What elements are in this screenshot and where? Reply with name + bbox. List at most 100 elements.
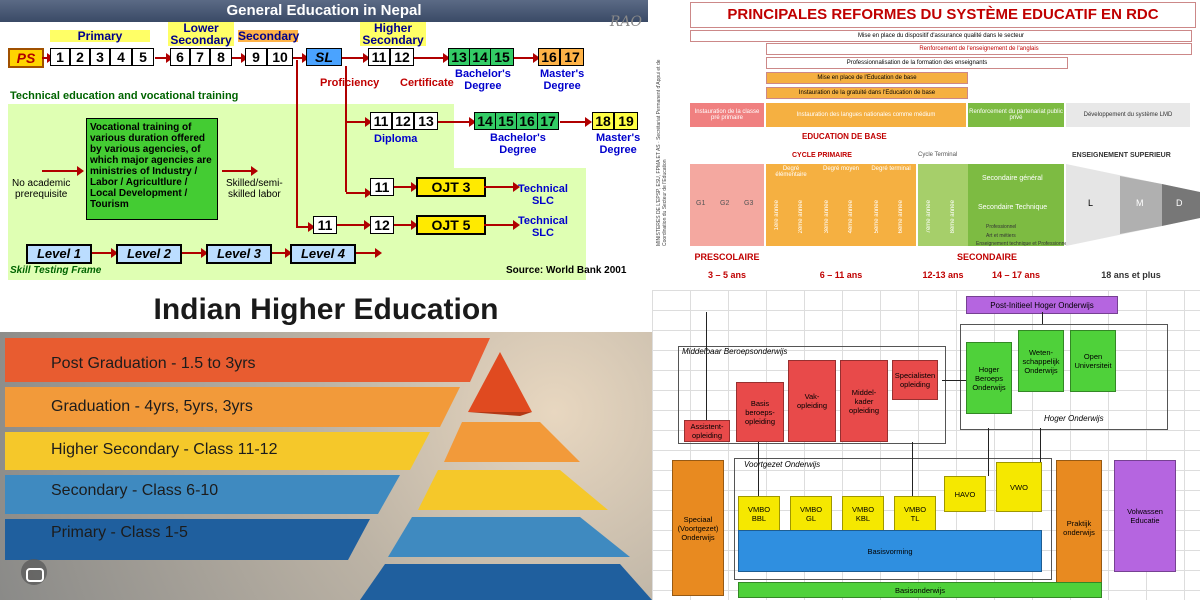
reform-box: Instauration des langues nationales comm… xyxy=(766,103,966,127)
reform-bar: Professionnalisation de la formation des… xyxy=(766,57,1068,69)
diploma-label: Diploma xyxy=(374,133,418,145)
pro-label: Professionnel xyxy=(986,224,1017,230)
etp-label: Enseignement technique et Professionnel xyxy=(976,241,1069,247)
annee-label: 7ème année xyxy=(926,200,932,234)
grade-box: 9 xyxy=(245,48,267,66)
ojt5-box: OJT 5 xyxy=(416,215,486,235)
age-label: 6 – 11 ans xyxy=(819,270,863,280)
middel-box: Middel- kader opleiding xyxy=(840,360,888,442)
header-secondary: Secondary xyxy=(238,29,300,43)
age-label: 18 ans et plus xyxy=(1101,270,1161,280)
level-box: Level 4 xyxy=(290,244,356,264)
grade-box: 1 xyxy=(50,48,70,66)
reform-box: Instauration de la classe pré primaire xyxy=(690,103,764,127)
hoger-frame xyxy=(960,324,1168,430)
grade-box: 8 xyxy=(210,48,232,66)
vmbo-box: VMBO BBL xyxy=(738,496,780,532)
skilled-label: Skilled/semi- skilled labor xyxy=(226,178,283,200)
mbo-label: Middelbaar Beroepsonderwijs xyxy=(682,347,788,356)
grade-box: 11 xyxy=(313,216,337,234)
master-label: Master's Degree xyxy=(540,68,585,92)
annee-label: 6ème année xyxy=(898,200,904,234)
degre-label: Degré élémentaire xyxy=(775,166,807,178)
hoger-label: Hoger Onderwijs xyxy=(1044,414,1104,423)
band-label: Higher Secondary - Class 11-12 xyxy=(51,441,278,458)
ens-sup-label: ENSEIGNEMENT SUPERIEUR xyxy=(1072,152,1171,159)
grade-box: 16 xyxy=(516,112,538,130)
grade-box: 13 xyxy=(414,112,438,130)
speciaal-box: Speciaal (Voortgezet) Onderwijs xyxy=(672,460,724,596)
vwo-box: VWO xyxy=(996,462,1042,512)
vo-frame xyxy=(734,458,1052,580)
lmd-d: D xyxy=(1176,198,1183,208)
lmd-l: L xyxy=(1088,198,1094,208)
certificate-label: Certificate xyxy=(400,77,454,89)
degre-label: Degré terminal xyxy=(871,166,911,172)
basisonderwijs-box: Basisonderwijs xyxy=(738,582,1102,598)
age-label: 3 – 5 ans xyxy=(707,270,747,280)
grade-box: 11 xyxy=(370,112,392,130)
vo-label: Voortgezet Onderwijs xyxy=(744,460,821,469)
sl-box: SL xyxy=(306,48,342,66)
tech-title: Technical education and vocational train… xyxy=(10,90,239,102)
nepal-title: General Education in Nepal xyxy=(0,0,648,22)
grade-box: 10 xyxy=(267,48,293,66)
level-box: Level 1 xyxy=(26,244,92,264)
dutch-education-diagram: Post-Initieel Hoger Onderwijs Middelbaar… xyxy=(652,290,1200,600)
arts-label: Art et métiers xyxy=(986,233,1016,239)
grade-box: 13 xyxy=(448,48,470,66)
assistent-box: Assistent- opleiding xyxy=(684,420,730,442)
reform-bar: Renforcement de l'enseignement de l'angl… xyxy=(766,43,1192,55)
band-label: Post Graduation - 1.5 to 3yrs xyxy=(51,355,256,372)
grade-box: 15 xyxy=(490,48,514,66)
grade-box: 11 xyxy=(370,178,394,196)
prescolaire-band xyxy=(690,164,764,246)
grade-box: 12 xyxy=(392,112,414,130)
grade-box: 14 xyxy=(474,112,496,130)
sec-general-label: Secondaire général xyxy=(982,175,1043,182)
degre-label: Degré moyen xyxy=(822,166,860,172)
hbo-box: Hoger Beroeps Onderwijs xyxy=(966,342,1012,414)
header-higher-secondary: Higher Secondary xyxy=(360,22,426,46)
india-title: Indian Higher Education xyxy=(153,293,499,326)
annee-label: 5ème année xyxy=(874,200,880,234)
grade-box: 16 xyxy=(538,48,560,66)
grade-box: 15 xyxy=(495,112,517,130)
annee-label: 4ème année xyxy=(848,200,854,234)
reform-box: Renforcement du partenariat public privé xyxy=(968,103,1064,127)
grade-box: 19 xyxy=(614,112,638,130)
ojt3-box: OJT 3 xyxy=(416,177,486,197)
wo-box: Weten- schappelijk Onderwijs xyxy=(1018,330,1064,392)
sec-tech-label: Secondaire Technique xyxy=(978,204,1048,211)
rdc-title: PRINCIPALES REFORMES DU SYSTÈME EDUCATIF… xyxy=(690,2,1196,28)
special-box: Specialisten opleiding xyxy=(892,360,938,400)
nepal-education-diagram: General Education in Nepal RAO Primary L… xyxy=(0,0,648,290)
level-box: Level 3 xyxy=(206,244,272,264)
tech-slc-label-2: Technical SLC xyxy=(518,215,568,239)
annee-label: 2ème année xyxy=(798,200,804,234)
grade-box: 12 xyxy=(370,216,394,234)
rao-watermark: RAO xyxy=(609,14,642,30)
grade-box: 3 xyxy=(90,48,110,66)
skill-frame-label: Skill Testing Frame xyxy=(10,265,102,276)
cycle-primaire-label: CYCLE PRIMAIRE xyxy=(792,152,852,159)
annee-label: 8ème année xyxy=(950,200,956,234)
lens-icon[interactable] xyxy=(26,568,44,582)
bachelor-label-2: Bachelor's Degree xyxy=(490,132,546,156)
grade-box: 18 xyxy=(592,112,614,130)
pyramid-graphic xyxy=(5,338,652,600)
level-label: PRESCOLAIRE xyxy=(694,252,760,262)
band-label: Primary - Class 1-5 xyxy=(51,524,188,541)
header-lower-secondary: Lower Secondary xyxy=(168,22,234,46)
level-box: Level 2 xyxy=(116,244,182,264)
volwassen-box: Volwassen Educatie xyxy=(1114,460,1176,572)
grade-box: 11 xyxy=(368,48,390,66)
primaire-band xyxy=(766,164,916,246)
vmbo-box: VMBO TL xyxy=(894,496,936,532)
grade-box: 17 xyxy=(537,112,559,130)
grade-box: 6 xyxy=(170,48,190,66)
lmd-m: M xyxy=(1136,198,1144,208)
band-label: Secondary - Class 6-10 xyxy=(51,482,219,499)
g-cell: G2 xyxy=(720,200,730,207)
reform-bar: Mise en place du dispositif d'assurance … xyxy=(690,30,1192,42)
